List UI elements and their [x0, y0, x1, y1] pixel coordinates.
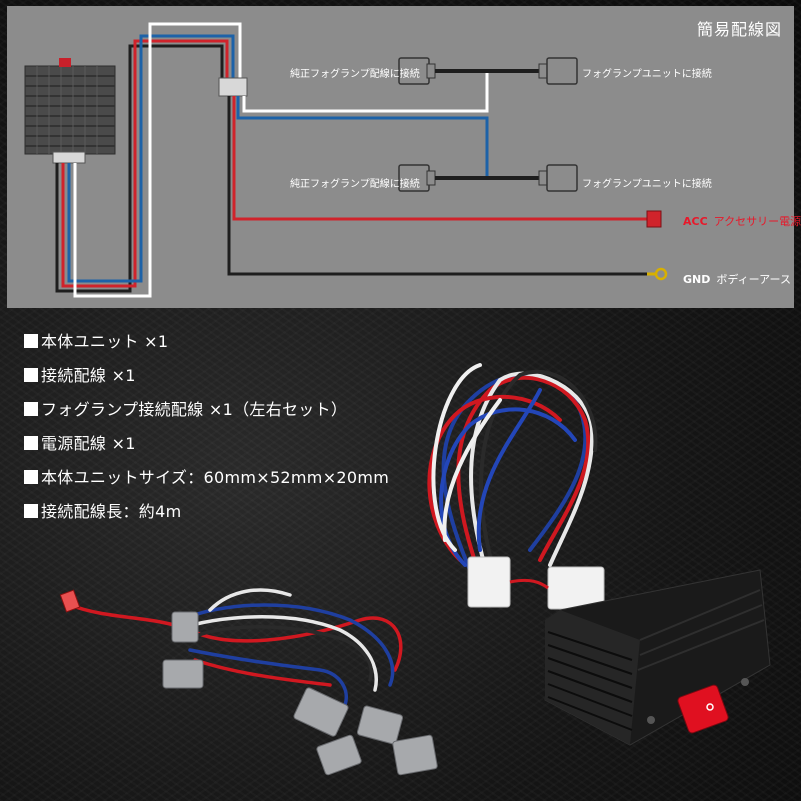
stock-fog-label-1: 純正フォグランプ配線に接続: [290, 69, 420, 80]
spec-item: 接続配線 ×1: [24, 366, 389, 400]
stock-fog-connector-1-icon: [398, 57, 436, 85]
fuse-photo-icon: [59, 589, 81, 613]
fog-unit-label-2: フォグランプユニットに接続: [582, 179, 712, 190]
acc-text: アクセサリー電源: [713, 215, 801, 228]
acc-label: ACC アクセサリー電源: [683, 213, 801, 229]
control-unit-icon: [24, 58, 116, 164]
wiring-diagram-drawing: [24, 22, 668, 298]
wire-harness-lower: [68, 588, 403, 707]
gnd-label: GND ボディーアース: [683, 271, 791, 287]
spec-item: 本体ユニット ×1: [24, 332, 389, 366]
junction-connector-icon: [218, 77, 248, 97]
spec-item: 電源配線 ×1: [24, 434, 389, 468]
acc-code: ACC: [683, 215, 708, 228]
grey-connector-icon: [162, 611, 438, 776]
diagram-title: 簡易配線図: [696, 20, 782, 39]
spec-item: 接続配線長：約4m: [24, 502, 389, 536]
product-photo: [59, 363, 771, 776]
wiring-diagram: 簡易配線図 純正フォグランプ配線に接続 フォグランプユニットに接続 純正フォグラ…: [7, 6, 801, 308]
spec-list: 本体ユニット ×1 接続配線 ×1 フォグランプ接続配線 ×1（左右セット） 電…: [24, 332, 389, 536]
switch-icon: [59, 58, 71, 67]
fuse-icon: [646, 210, 662, 228]
ground-terminal-icon: [647, 267, 668, 281]
power-switch-icon: [677, 684, 729, 734]
white-connector-icon: [467, 556, 605, 610]
stock-fog-label-2: 純正フォグランプ配線に接続: [290, 179, 420, 190]
wire-harness-upper: [427, 363, 598, 572]
spec-item: 本体ユニットサイズ：60mm×52mm×20mm: [24, 468, 389, 502]
fog-unit-label-1: フォグランプユニットに接続: [582, 69, 712, 80]
gnd-code: GND: [683, 273, 711, 286]
spec-item: フォグランプ接続配線 ×1（左右セット）: [24, 400, 389, 434]
control-unit-photo: [544, 569, 771, 746]
fog-unit-connector-2-icon: [538, 164, 578, 192]
gnd-text: ボディーアース: [716, 273, 791, 286]
stock-fog-connector-2-icon: [398, 164, 436, 192]
fog-unit-connector-1-icon: [538, 57, 578, 85]
